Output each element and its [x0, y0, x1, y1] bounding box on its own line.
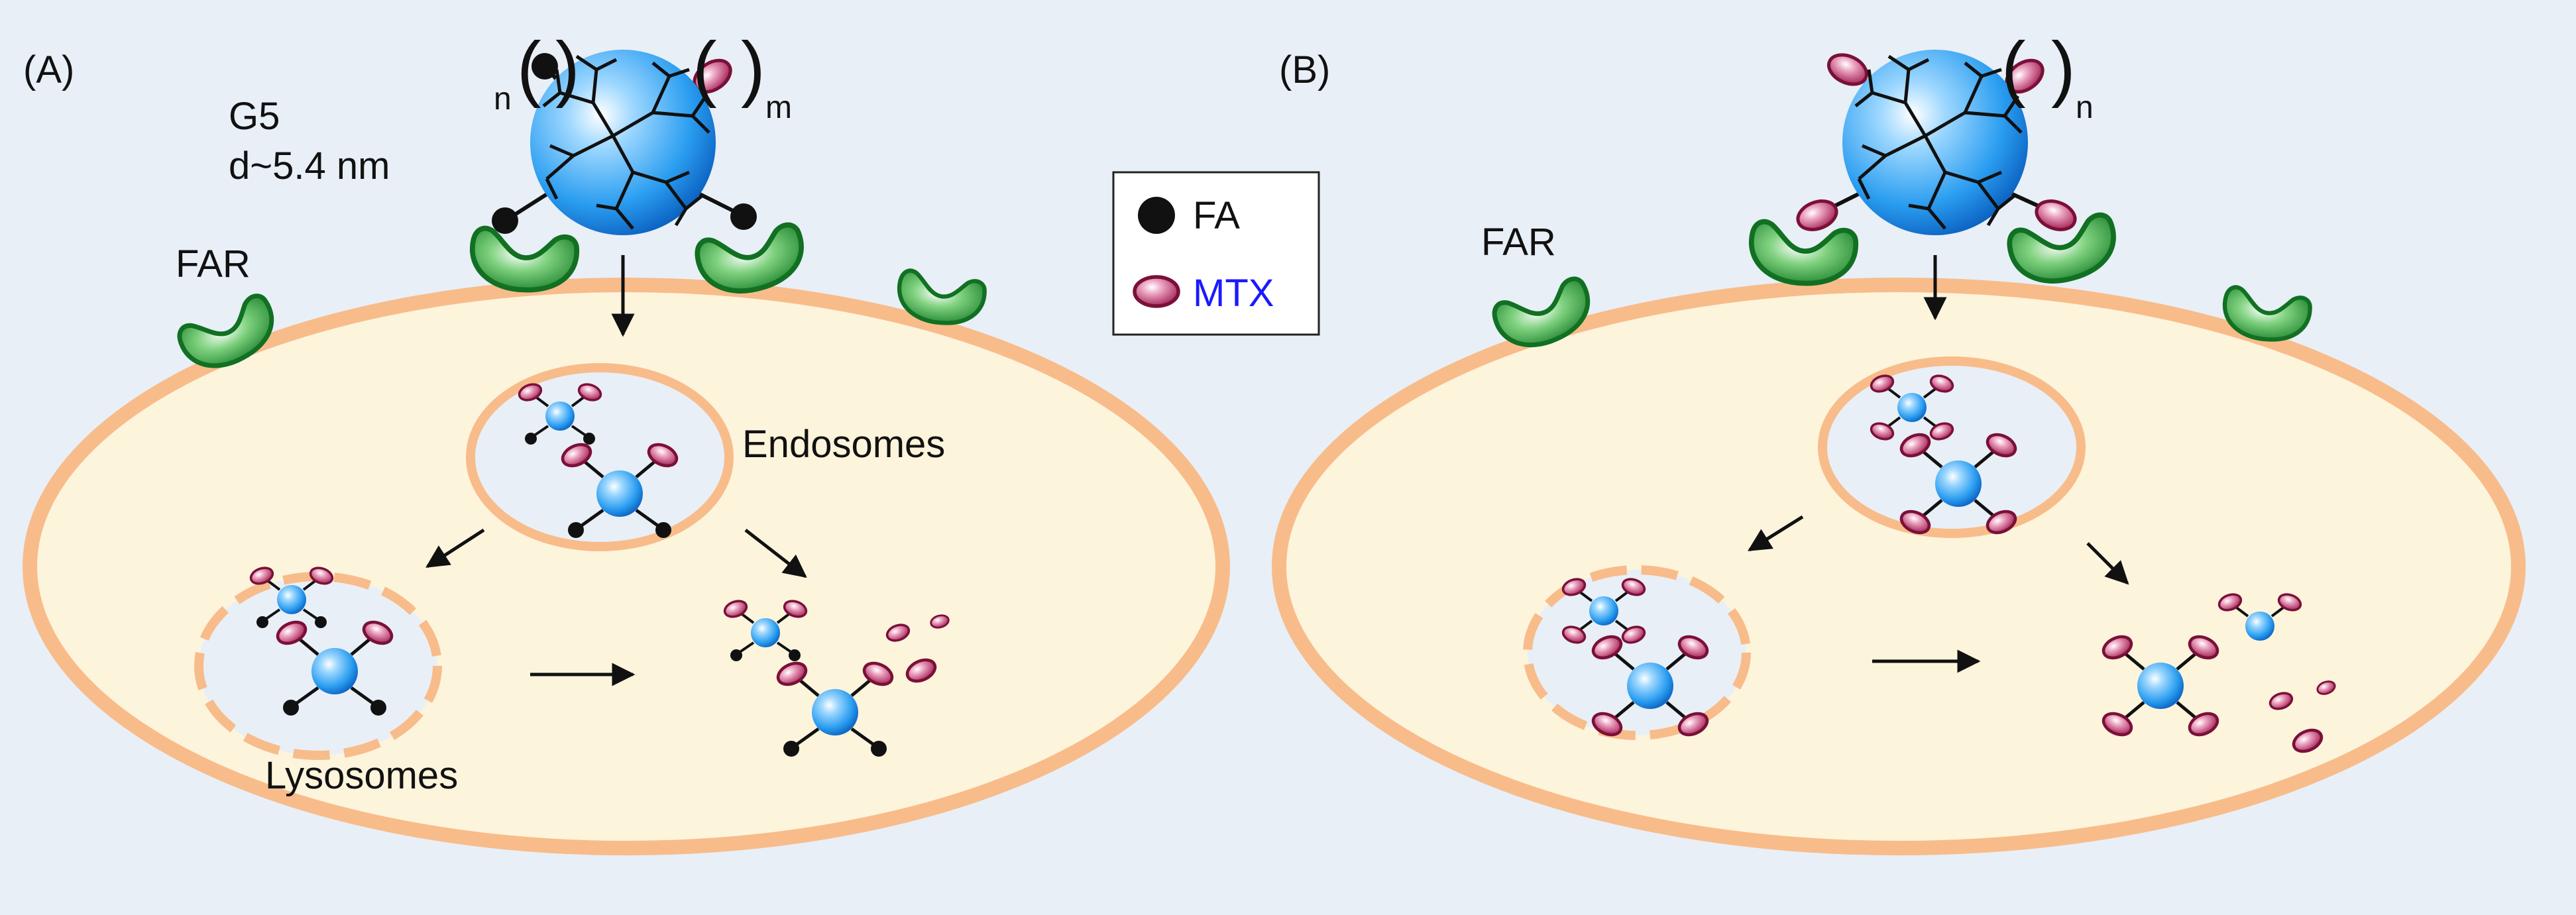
diameter-label: d~5.4 nm — [229, 144, 390, 188]
legend: FA MTX — [1112, 171, 1320, 336]
panel-a: ( ) n ( ) m (A) G5 d~5.4 nm FAR Endosome… — [23, 27, 1230, 855]
lysosome-label: Lysosomes — [265, 754, 458, 797]
subscript-n-a: n — [494, 81, 512, 117]
receptor-label-b: FAR — [1481, 221, 1556, 264]
arrow-to-release-b — [2086, 542, 2129, 585]
dendrimer-a — [492, 50, 757, 235]
subscript-n-b: n — [2076, 90, 2094, 125]
paren-left-open: ( — [517, 27, 541, 109]
black-dot-icon — [1138, 197, 1175, 234]
arrow-to-release-a — [744, 529, 807, 578]
legend-fa-label: FA — [1193, 194, 1240, 237]
subscript-m-a: m — [765, 90, 792, 125]
endosome-a — [466, 363, 734, 551]
endosome-b — [1818, 356, 2086, 538]
paren-left-close: ) — [555, 27, 580, 109]
generation-label: G5 — [229, 95, 280, 138]
paren-b-open: ( — [2001, 27, 2026, 109]
arrow-to-lysosome-a — [425, 528, 485, 568]
paren-right-close: ) — [741, 27, 765, 109]
pink-oval-icon — [1135, 277, 1178, 306]
lysosome-b — [1523, 565, 1751, 740]
panel-label-b: (B) — [1279, 48, 1330, 91]
panel-b: ( ) n (B) FAR — [1272, 27, 2526, 855]
paren-b-close: ) — [2051, 27, 2076, 109]
dendrimer-b — [1794, 49, 2079, 235]
arrow-to-lysosome-b — [1748, 515, 1804, 552]
endosome-label: Endosomes — [742, 423, 945, 466]
paren-right-open: ( — [693, 27, 717, 109]
legend-mtx-label: MTX — [1193, 272, 1274, 315]
panel-label-a: (A) — [23, 48, 74, 91]
receptor-label-a: FAR — [176, 242, 251, 286]
